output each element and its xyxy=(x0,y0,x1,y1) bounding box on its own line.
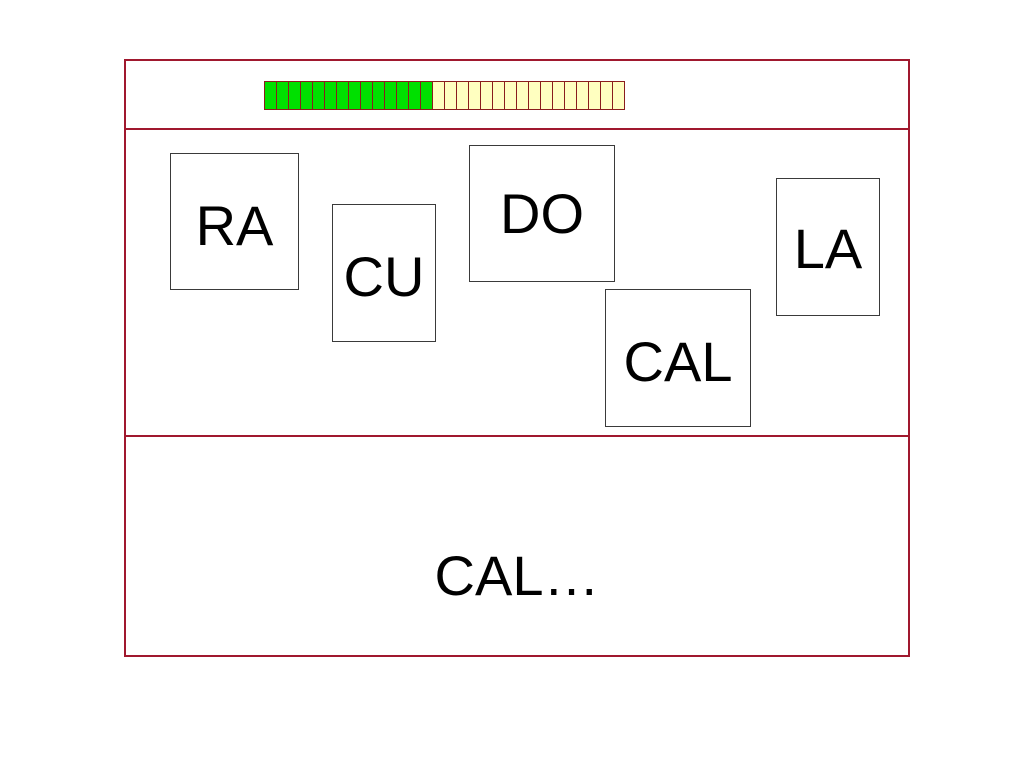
progress-segment-filled xyxy=(277,81,289,110)
progress-segment-empty xyxy=(493,81,505,110)
progress-segment-empty xyxy=(553,81,565,110)
progress-segment-filled xyxy=(325,81,337,110)
answer-divider xyxy=(126,435,908,437)
header-divider xyxy=(126,128,908,130)
progress-segment-filled xyxy=(385,81,397,110)
syllable-tile-label: RA xyxy=(195,194,274,257)
progress-segment-filled xyxy=(349,81,361,110)
progress-segment-filled xyxy=(265,81,277,110)
progress-segment-empty xyxy=(541,81,553,110)
syllable-tile-do[interactable]: DO xyxy=(469,145,615,282)
progress-segment-filled xyxy=(313,81,325,110)
syllable-tile-label: CU xyxy=(343,245,425,308)
progress-segment-empty xyxy=(445,81,457,110)
progress-segment-filled xyxy=(421,81,433,110)
progress-segment-empty xyxy=(565,81,577,110)
progress-segment-empty xyxy=(433,81,445,110)
progress-segment-empty xyxy=(481,81,493,110)
progress-segment-empty xyxy=(529,81,541,110)
progress-segment-empty xyxy=(613,81,625,110)
syllable-tile-ra[interactable]: RA xyxy=(170,153,299,290)
syllable-tile-la[interactable]: LA xyxy=(776,178,880,316)
progress-segment-empty xyxy=(517,81,529,110)
syllable-tile-label: CAL xyxy=(623,330,733,393)
syllable-tile-label: DO xyxy=(500,182,584,245)
progress-segment-filled xyxy=(361,81,373,110)
progress-bar xyxy=(264,81,625,110)
progress-segment-empty xyxy=(505,81,517,110)
progress-segment-empty xyxy=(469,81,481,110)
progress-segment-empty xyxy=(601,81,613,110)
syllable-tile-cal[interactable]: CAL xyxy=(605,289,751,427)
progress-segment-filled xyxy=(301,81,313,110)
syllable-tile-cu[interactable]: CU xyxy=(332,204,436,342)
game-board xyxy=(124,59,910,657)
syllable-tile-label: LA xyxy=(793,217,863,280)
progress-segment-filled xyxy=(409,81,421,110)
progress-segment-filled xyxy=(289,81,301,110)
progress-segment-filled xyxy=(373,81,385,110)
progress-segment-filled xyxy=(337,81,349,110)
progress-segment-empty xyxy=(589,81,601,110)
progress-segment-empty xyxy=(457,81,469,110)
progress-segment-empty xyxy=(577,81,589,110)
progress-segment-filled xyxy=(397,81,409,110)
answer-text: CAL… xyxy=(434,544,600,607)
